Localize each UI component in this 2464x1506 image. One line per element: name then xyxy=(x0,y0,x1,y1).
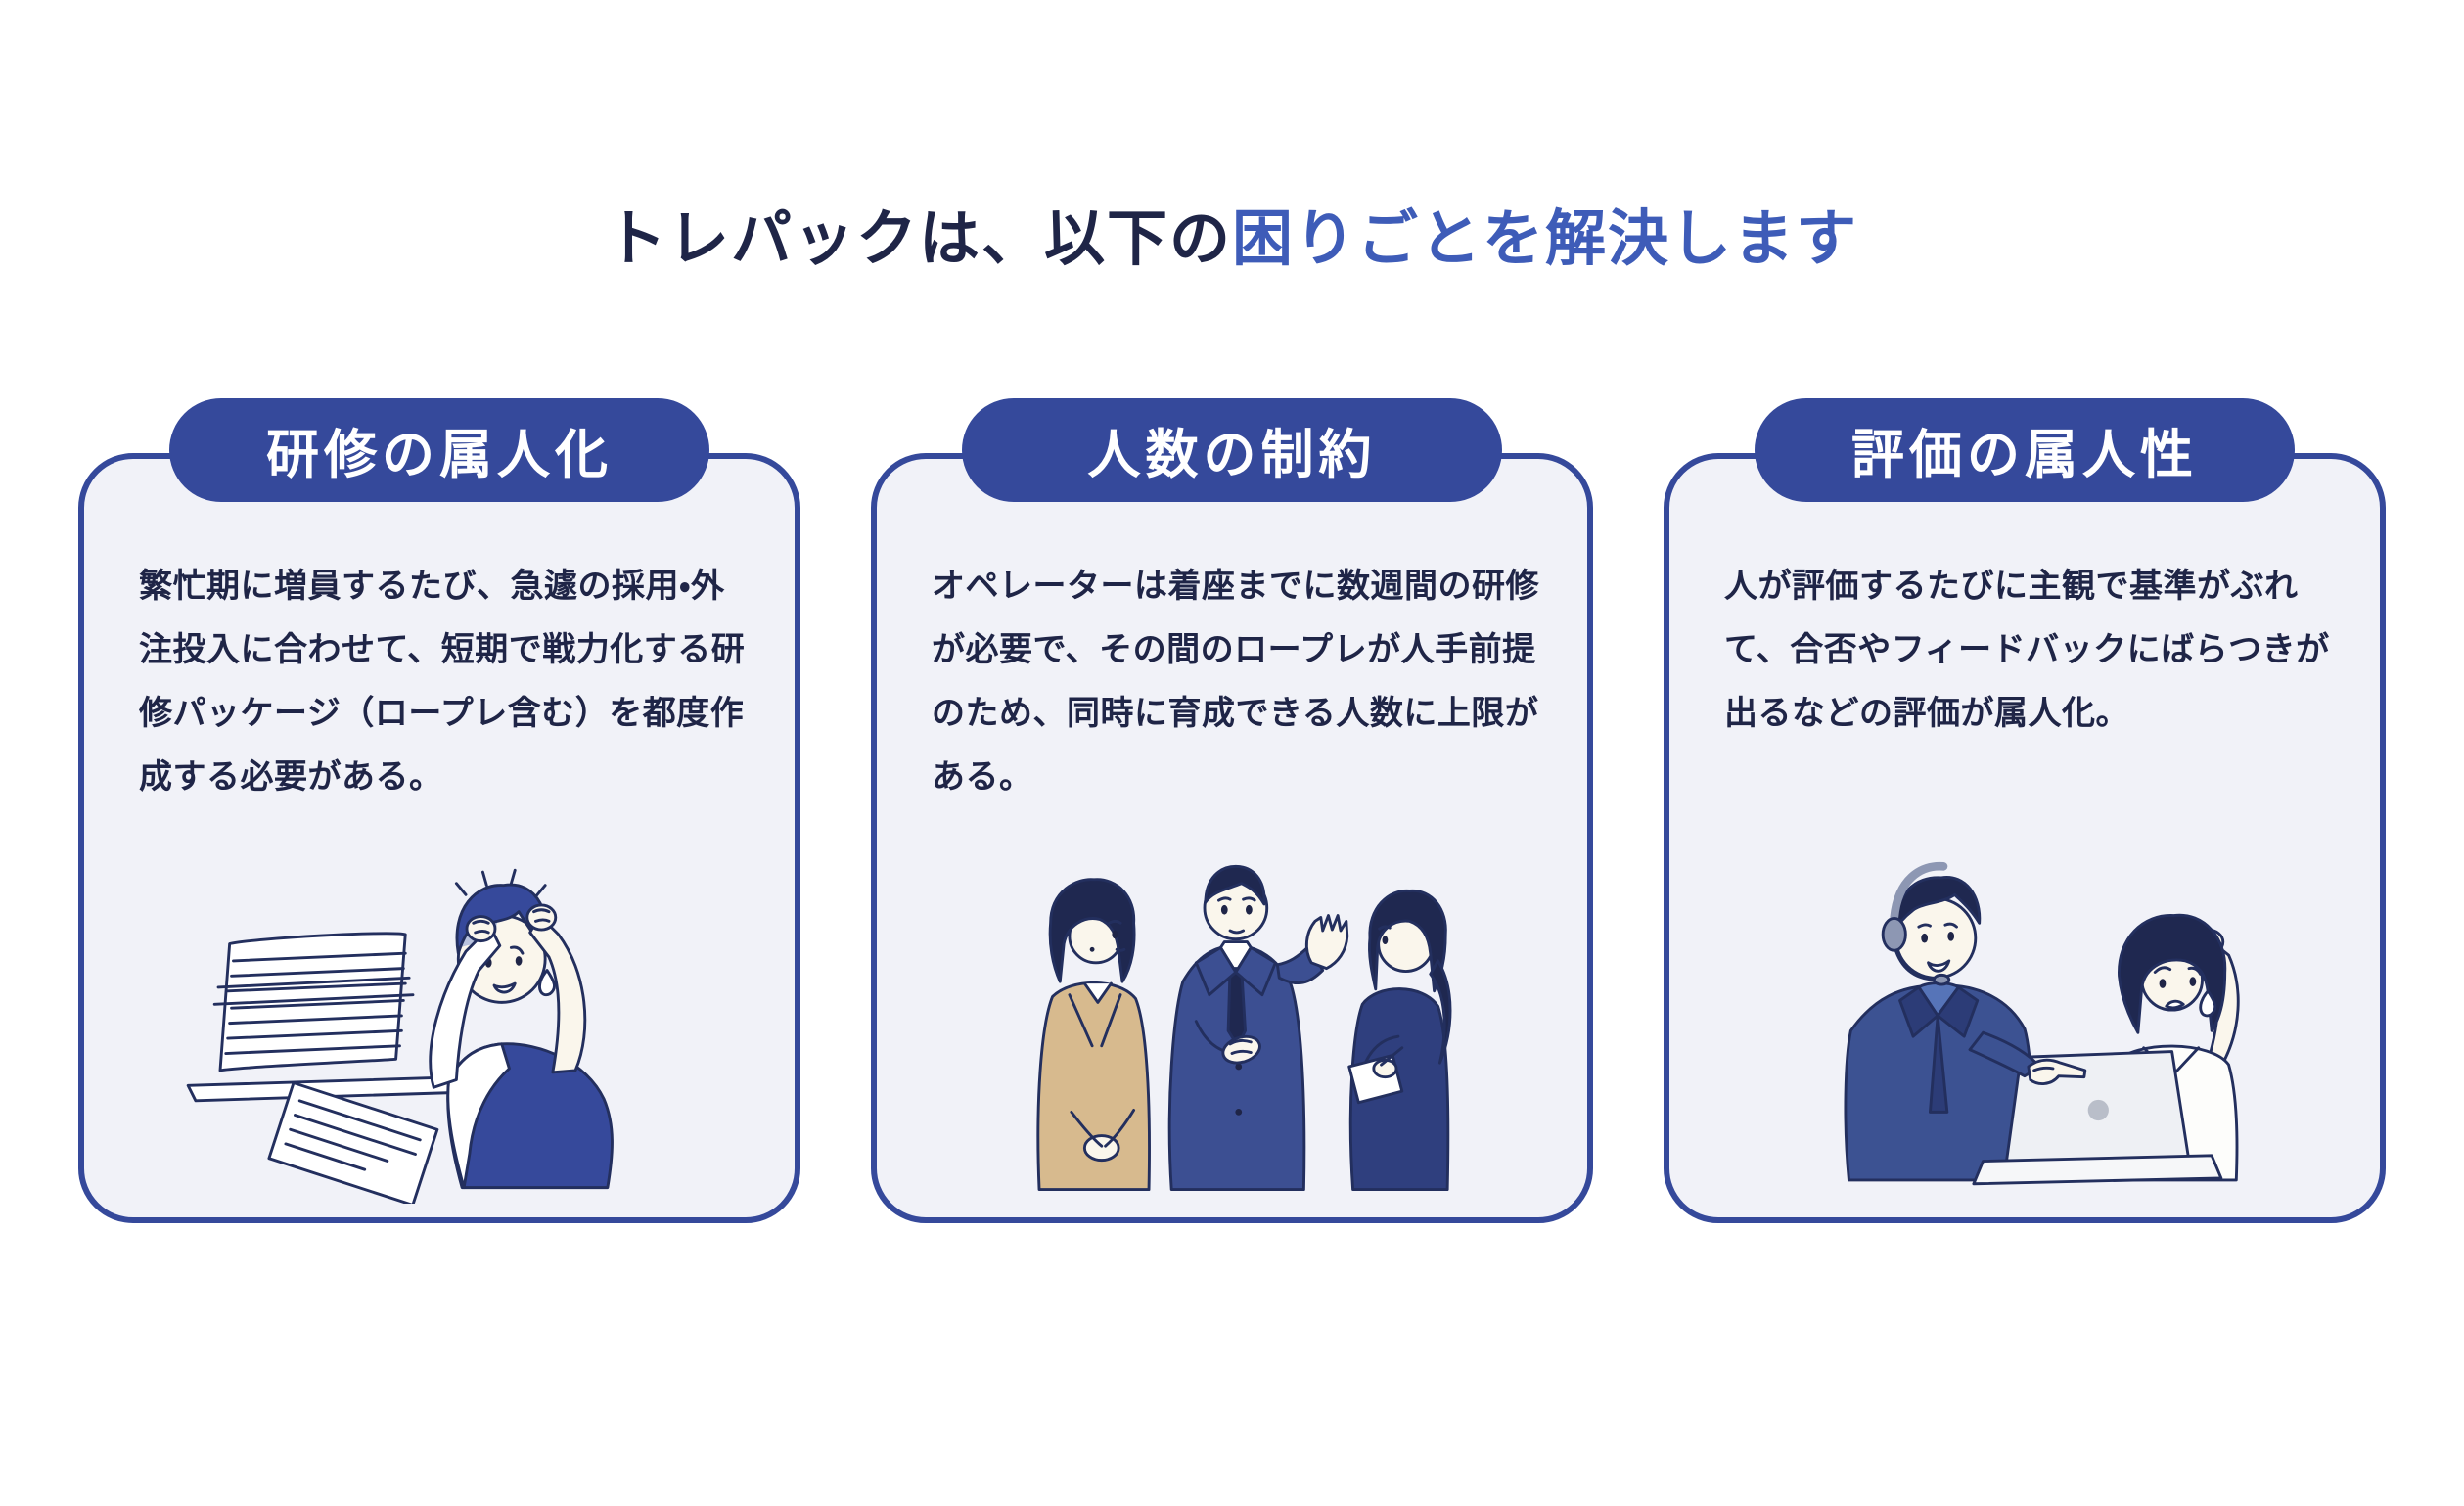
stressed-worker-with-paper-stack-illustration xyxy=(84,822,795,1204)
title-highlight: 困りごとを解決します xyxy=(1232,205,1859,273)
stressed-worker-illustration-svg xyxy=(186,868,614,1204)
card-headcount-constraint: 人数の制約 オペレーターは着座までに数週間の研修が必要で、その間のロープレが人手… xyxy=(871,397,1593,1223)
card-body-text: オペレーターは着座までに数週間の研修が必要で、その間のロープレが人手前提のため、… xyxy=(932,567,1539,797)
three-business-people-illustration-svg xyxy=(1036,864,1452,1191)
coach-and-worried-woman-illustration-svg xyxy=(1844,861,2240,1185)
card-header-pill: 人数の制約 xyxy=(962,397,1502,502)
page-title: トレパックは、以下の困りごとを解決します xyxy=(0,201,2464,280)
headset-coach-and-worried-woman-at-laptop-illustration xyxy=(1669,822,2380,1204)
card-training-personalization: 研修の属人化 繁忙期に増員するたび、急遽の採用・外注投入に合わせて、短期で戦力化… xyxy=(78,397,800,1223)
problem-cards-row: 研修の属人化 繁忙期に増員するたび、急遽の採用・外注投入に合わせて、短期で戦力化… xyxy=(0,397,2464,1223)
title-prefix: トレパックは、以下の xyxy=(605,205,1232,273)
card-body-text: 繁忙期に増員するたび、急遽の採用・外注投入に合わせて、短期で戦力化する研修パッケ… xyxy=(139,567,746,797)
three-business-people-talking-illustration xyxy=(877,822,1587,1204)
card-header-pill: 評価の属人性 xyxy=(1755,397,2295,502)
card-header-pill: 研修の属人化 xyxy=(169,397,709,502)
card-body-text: 人が評価するたびに主観で基準がぶれて、合否やフィードバックにばらつきが出るなどの… xyxy=(1724,567,2330,733)
card-evaluation-subjectivity: 評価の属人性 人が評価するたびに主観で基準がぶれて、合否やフィードバックにばらつ… xyxy=(1664,397,2386,1223)
